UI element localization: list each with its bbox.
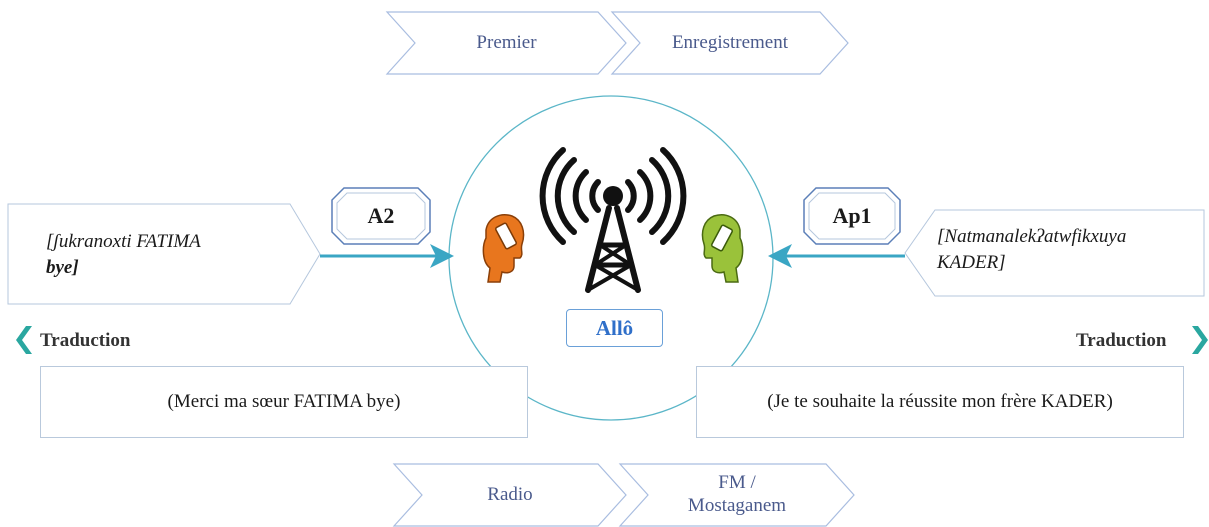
right-teal-marker xyxy=(1192,326,1208,354)
step-fm-mostaganem-label: FM / Mostaganem xyxy=(687,472,787,516)
right-translation-box: (Je te souhaite la réussite mon frère KA… xyxy=(696,366,1184,438)
center-label: Allô xyxy=(566,309,663,347)
badge-ap1: Ap1 xyxy=(832,202,872,228)
left-translation-box: (Merci ma sœur FATIMA bye) xyxy=(40,366,528,438)
left-quote-box xyxy=(7,203,321,305)
step-enregistrement-label: Enregistrement xyxy=(671,31,789,53)
chevron-fm xyxy=(618,463,855,527)
badge-a2-shape xyxy=(331,187,431,245)
left-quote-line1: [ʃukranoxti FATIMA xyxy=(46,231,201,252)
badge-ap1-inner xyxy=(808,192,896,240)
left-translation-label: Traduction xyxy=(40,330,131,351)
right-quote: [Natmanalekʔatwfikxuya KADER] xyxy=(937,224,1202,275)
right-quote-line1: [Natmanalekʔatwfikxuya xyxy=(937,226,1127,247)
chevron-premier xyxy=(385,11,627,75)
left-teal-marker xyxy=(16,326,32,354)
step-premier-label: Premier xyxy=(476,31,537,53)
phone-head-icon xyxy=(701,214,744,283)
radio-tower-icon xyxy=(539,147,687,293)
left-arrow-head xyxy=(430,244,454,268)
right-quote-box xyxy=(904,209,1205,297)
badge-a2: A2 xyxy=(367,202,395,228)
badge-a2-inner xyxy=(336,192,426,240)
badge-ap1-shape xyxy=(803,187,901,245)
left-quote-bold: bye] xyxy=(46,256,79,278)
right-quote-line2: KADER] xyxy=(937,251,1006,273)
left-quote-line2: bye] xyxy=(46,255,296,281)
left-quote: [ʃukranoxti FATIMA bye] xyxy=(46,229,296,280)
chevron-radio xyxy=(392,463,627,527)
chevron-enregistrement xyxy=(610,11,849,75)
phone-head-icon xyxy=(482,214,525,283)
step-radio-label: Radio xyxy=(487,483,533,505)
right-translation-label: Traduction xyxy=(1076,330,1167,351)
right-arrow-head xyxy=(768,244,792,268)
